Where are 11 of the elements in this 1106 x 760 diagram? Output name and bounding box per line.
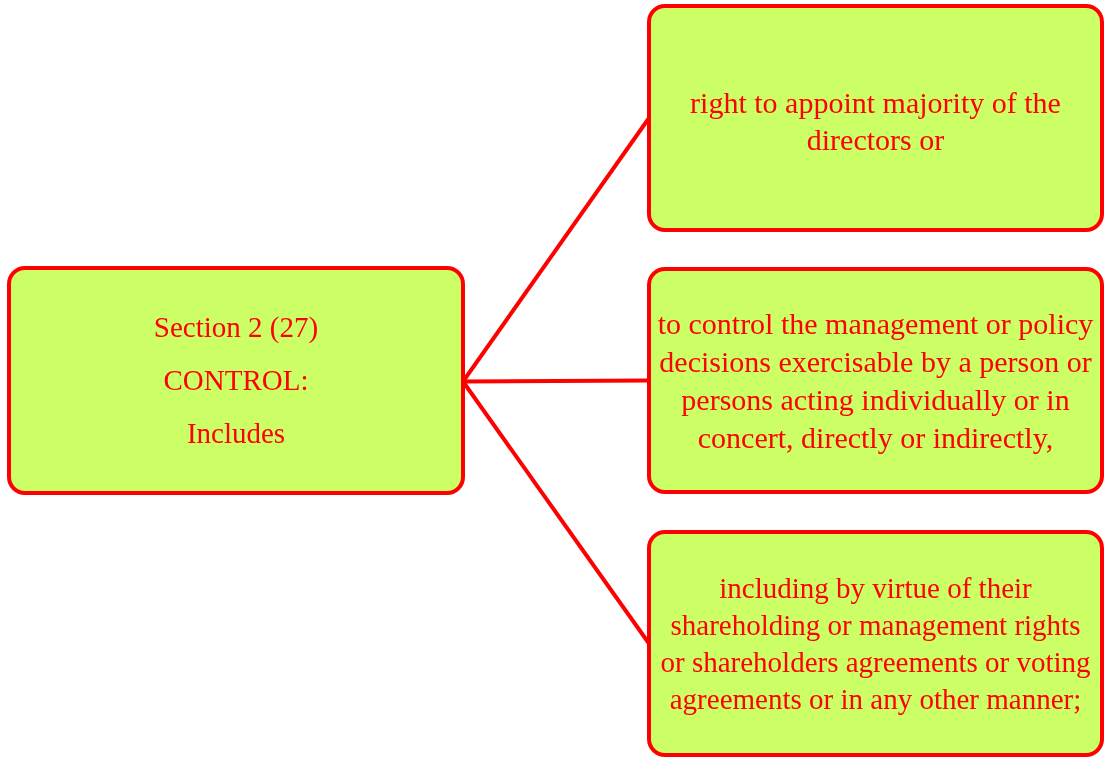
process-box: [647, 4, 1104, 232]
box-text: Includes: [186, 416, 286, 451]
box-text: right to appoint majority of the directors or: [689, 85, 1062, 158]
connector-line: [463, 378, 649, 384]
process-box: [647, 267, 1104, 494]
box-text: including by virtue of their shareholding or management rights or shareholders agreements or voting agreements or in any other manner;: [659, 570, 1092, 717]
box-text: Section 2 (27): [153, 310, 319, 345]
box-text: CONTROL:: [163, 363, 309, 398]
box-text: to control the management or policy decisions exercisable by a person or persons acting individually or in concert, directly or indirectly,: [657, 305, 1094, 456]
process-box: [7, 266, 465, 495]
process-box: [647, 530, 1104, 757]
